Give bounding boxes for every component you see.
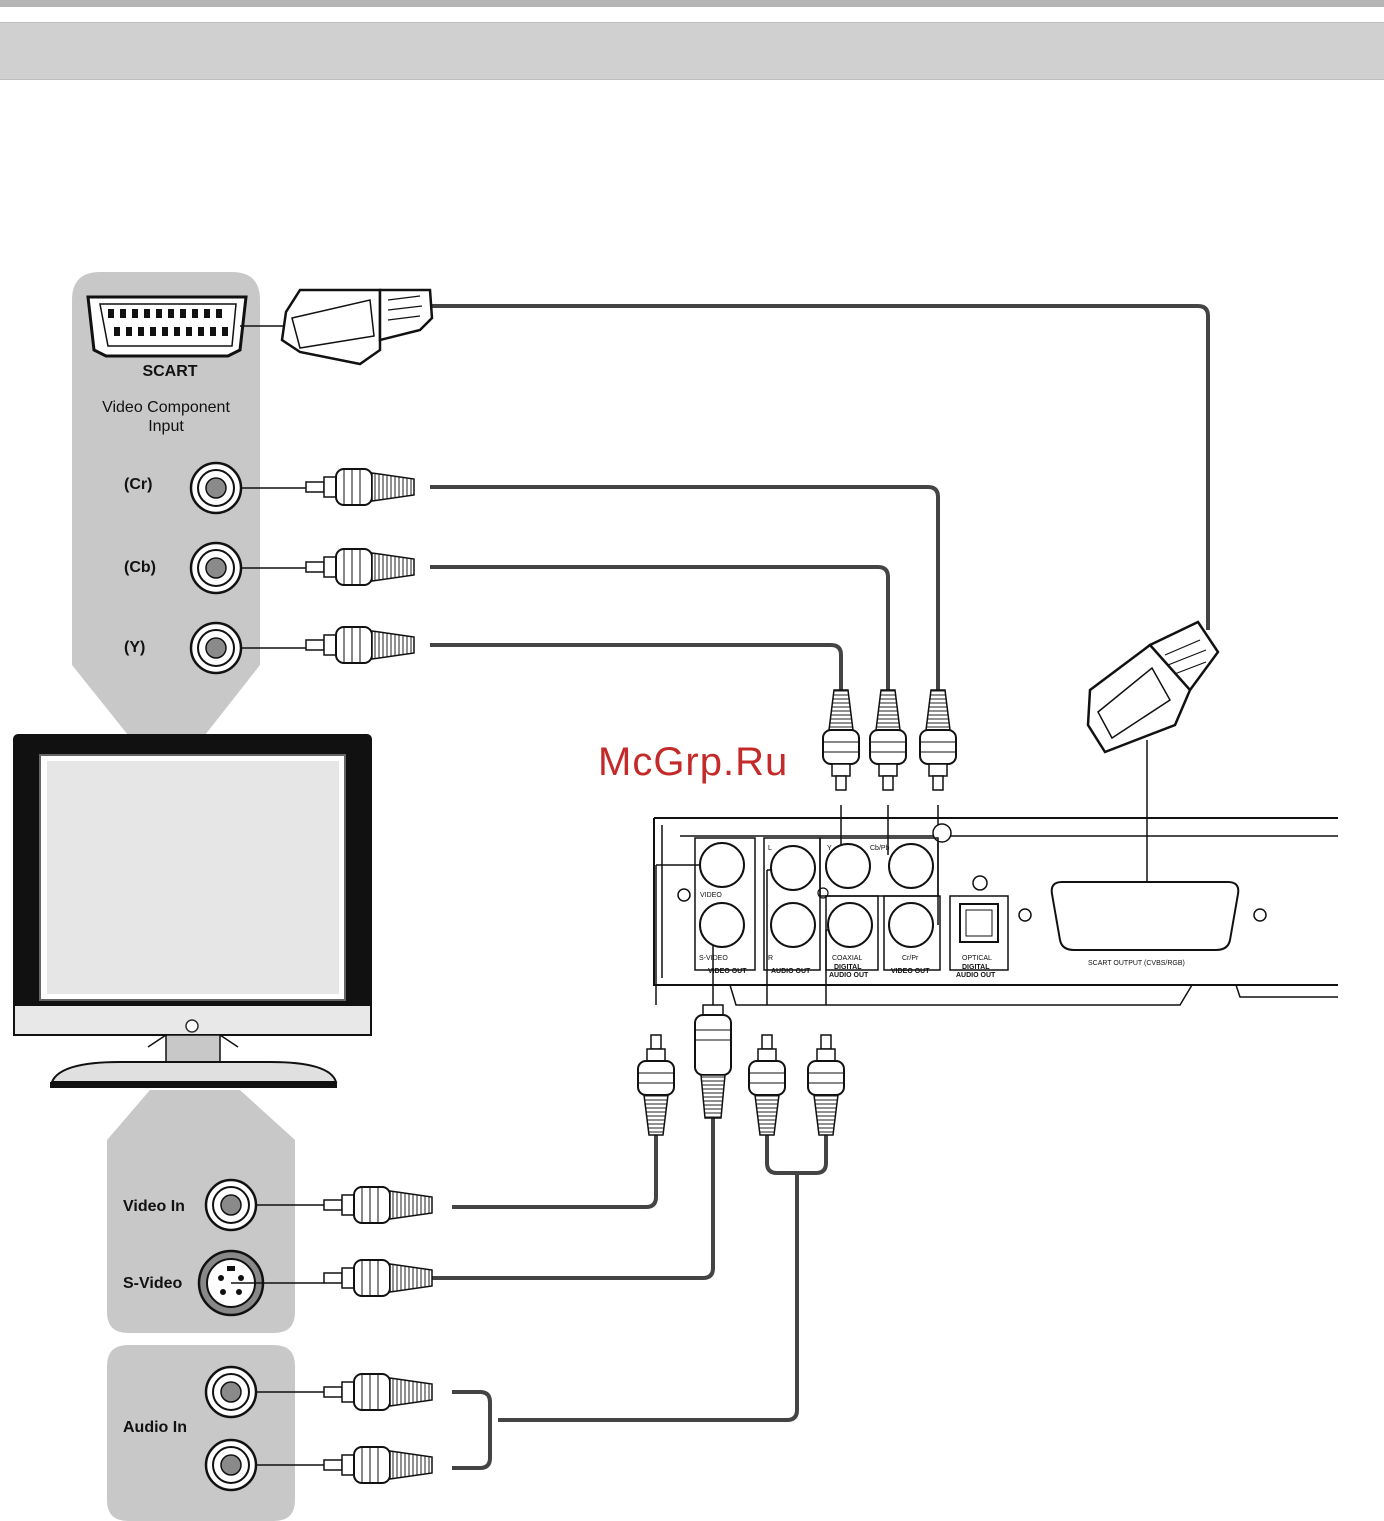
player-s-video-label: S-VIDEO bbox=[699, 955, 728, 962]
audio-in-label: Audio In bbox=[123, 1419, 187, 1436]
audio-r-player-plug bbox=[749, 1035, 785, 1135]
video-in-label: Video In bbox=[123, 1198, 185, 1215]
cr-plug bbox=[306, 469, 414, 505]
scart-plug-tv bbox=[282, 290, 432, 364]
player-y-label: Y bbox=[827, 845, 832, 852]
scart-plug-player bbox=[1088, 622, 1218, 752]
player-opt-audio-out-label: AUDIO OUT bbox=[956, 972, 996, 979]
player-video-label: VIDEO bbox=[700, 892, 722, 899]
player-video-out-label-2: VIDEO OUT bbox=[891, 968, 930, 975]
player-coax-digital-label: DIGITAL bbox=[834, 964, 862, 971]
scart-label: SCART bbox=[142, 363, 197, 380]
y-label: (Y) bbox=[124, 639, 145, 656]
audio-l-player-plug bbox=[808, 1035, 844, 1135]
player-opt-digital-label: DIGITAL bbox=[962, 964, 990, 971]
cb-plug bbox=[306, 549, 414, 585]
s-video-label: S-Video bbox=[123, 1275, 183, 1292]
player-optical-label: OPTICAL bbox=[962, 955, 992, 962]
audio-in-right-jack[interactable] bbox=[206, 1440, 256, 1490]
player-l-label: L bbox=[768, 845, 772, 852]
player-rear-panel bbox=[654, 818, 1338, 1005]
tv-set bbox=[14, 735, 371, 1088]
player-audio-out-label: AUDIO OUT bbox=[771, 968, 811, 975]
audio-right-plug bbox=[324, 1447, 432, 1483]
watermark: McGrp.Ru bbox=[598, 740, 788, 784]
y-jack[interactable] bbox=[191, 623, 241, 673]
player-video-out-label-1: VIDEO OUT bbox=[708, 968, 747, 975]
y-player-plug bbox=[823, 690, 859, 790]
scart-socket bbox=[88, 297, 246, 356]
video-player-plug bbox=[638, 1035, 674, 1135]
component-title-line2: Input bbox=[148, 418, 184, 435]
player-coax-audio-out-label: AUDIO OUT bbox=[829, 972, 869, 979]
video-in-plug bbox=[324, 1187, 432, 1223]
component-title-line1: Video Component bbox=[102, 399, 230, 416]
cr-jack[interactable] bbox=[191, 463, 241, 513]
cb-player-plug bbox=[870, 690, 906, 790]
audio-left-plug bbox=[324, 1374, 432, 1410]
s-video-player-plug bbox=[695, 1005, 731, 1118]
video-in-jack[interactable] bbox=[206, 1180, 256, 1230]
player-cr-pr-label: Cr/Pr bbox=[902, 955, 919, 962]
cb-jack[interactable] bbox=[191, 543, 241, 593]
cr-label: (Cr) bbox=[124, 476, 152, 493]
player-scart-output-label: SCART OUTPUT (CVBS/RGB) bbox=[1088, 960, 1185, 967]
s-video-plug bbox=[324, 1260, 432, 1296]
player-cb-pb-label: Cb/Pb bbox=[870, 845, 890, 852]
y-plug bbox=[306, 627, 414, 663]
cr-player-plug bbox=[920, 690, 956, 790]
audio-in-left-jack[interactable] bbox=[206, 1367, 256, 1417]
cb-label: (Cb) bbox=[124, 559, 156, 576]
player-coaxial-label: COAXIAL bbox=[832, 955, 862, 962]
player-r-label: R bbox=[768, 955, 773, 962]
